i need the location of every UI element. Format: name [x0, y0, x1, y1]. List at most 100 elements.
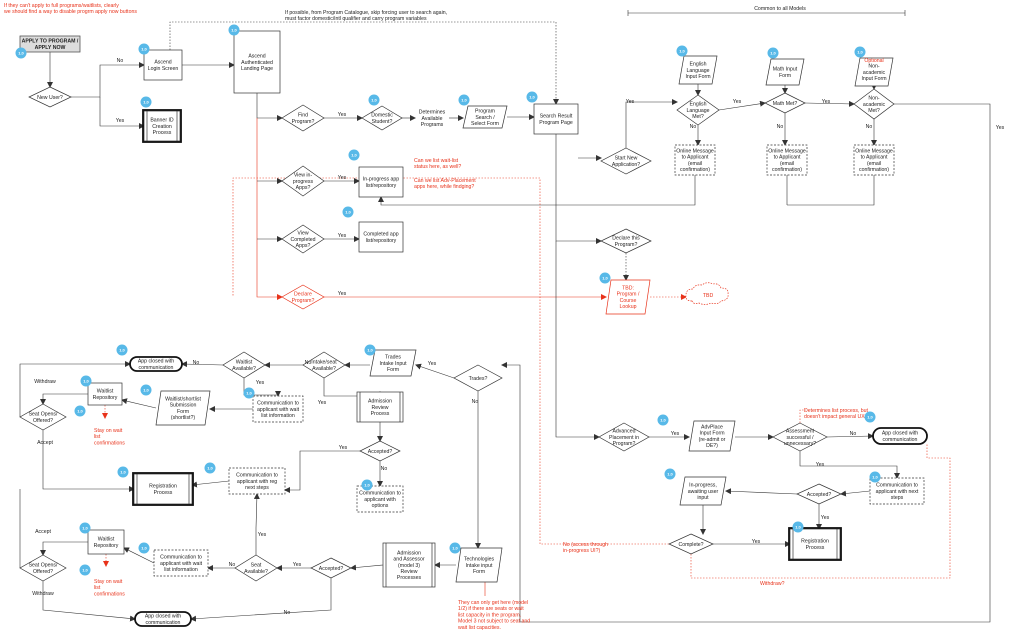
node-label-line: to Applicant	[861, 155, 888, 161]
node-label-line: academic	[863, 70, 886, 76]
edge-label-yes: Yes	[258, 532, 267, 538]
node-label-line: AdvPlace	[701, 425, 723, 431]
node-label-line: (email	[688, 161, 702, 167]
flow-connector	[256, 118, 283, 300]
node-label-line: (email	[780, 161, 794, 167]
version-badge: 1.0	[449, 542, 461, 554]
flow-connector	[415, 363, 455, 379]
svg-text:1.0: 1.0	[119, 347, 125, 352]
node-label-line: progress	[293, 179, 314, 185]
note-no-access: No (access through	[563, 542, 608, 548]
node-label-line: Communication to	[359, 491, 401, 497]
node-label-line: Online Message	[855, 149, 893, 155]
flow-connector	[378, 175, 696, 206]
node-label-line: Online Message	[768, 149, 806, 155]
flow-connector	[181, 361, 224, 368]
node-label-line: list/repository	[366, 183, 397, 189]
node-label-line: Waitlist/shortlist	[165, 397, 201, 403]
node-label-line: Application?	[612, 162, 640, 168]
node-label-line: Placement in	[609, 435, 639, 441]
node-label-line: Waitlist	[97, 389, 114, 395]
note-no-access: in-progress UI?)	[563, 548, 600, 554]
version-badge: 1.0	[342, 206, 354, 218]
version-badge: 1.0	[80, 375, 92, 387]
node-label-line: Accepted?	[319, 566, 344, 572]
node-math-met: Math Met?	[764, 92, 806, 114]
node-label-line: Math Met?	[773, 101, 798, 107]
note-tech-note: list capacity in the program.	[458, 612, 521, 618]
node-label-line: Landing Page	[241, 66, 273, 72]
note-catalogue: If possible, from Program Catalogue, ski…	[285, 10, 447, 16]
node-label-line: Available?	[312, 366, 336, 372]
node-label-line: options	[372, 503, 389, 509]
svg-text:1.0: 1.0	[857, 49, 863, 54]
node-label-line: Creation	[152, 124, 172, 130]
svg-text:1.0: 1.0	[82, 567, 88, 572]
node-seat-opens2: Seat Opens/Offered?	[19, 554, 67, 582]
node-label-line: confirmation)	[772, 167, 802, 173]
node-label-line: Apps?	[296, 243, 311, 249]
node-label-line: Student?	[372, 119, 393, 125]
node-label-line: In-progress app	[363, 177, 399, 183]
flow-connector	[253, 493, 260, 555]
version-badge: 1.0	[15, 47, 27, 59]
node-label-line: Select Form	[471, 121, 499, 127]
node-label-line: English	[689, 102, 706, 108]
node-label-line: Process	[154, 490, 173, 496]
node-label-line: Apps?	[296, 185, 311, 191]
node-label-line: Form	[387, 367, 399, 373]
edge-label-yes: Yes	[752, 539, 761, 545]
note-advplacement: Can we list Adv-Placement	[414, 178, 476, 184]
note-waitlist-status: status here, as well?	[414, 164, 461, 170]
svg-text:1.0: 1.0	[602, 275, 608, 280]
node-label-line: to Applicant	[774, 155, 801, 161]
note-tech-note: They can only get here (model	[458, 600, 528, 606]
node-label-line: Seat Opens/	[29, 412, 58, 418]
node-label-line: confirmation)	[680, 167, 710, 173]
node-label-line: Completed	[290, 237, 315, 243]
node-accepted1: Accepted?	[359, 440, 401, 462]
version-badge: 1.0	[140, 96, 152, 108]
flow-connector	[826, 433, 874, 440]
flow-connector	[191, 480, 230, 488]
node-label-line: Advanced	[612, 429, 635, 435]
version-badge: 1.0	[864, 411, 876, 423]
node-label-line: DE?)	[706, 443, 718, 449]
node-tbd: TBD	[685, 282, 729, 305]
node-label-line: Seat	[251, 563, 262, 569]
edge-label-yes: Yes	[733, 99, 742, 105]
version-badge: 1.0	[657, 414, 669, 426]
node-label-line: Input Form	[685, 74, 710, 80]
node-label-line: Offered?	[33, 569, 53, 575]
note-tech-note: wait list capacities.	[458, 625, 501, 631]
edge-label-yes: Yes	[626, 99, 635, 105]
svg-text:1.0: 1.0	[367, 347, 373, 352]
flow-connector	[40, 541, 88, 556]
node-label-line: to Applicant	[682, 155, 709, 161]
node-label-line: Process	[806, 545, 825, 551]
node-label-line: Communication to	[160, 555, 202, 561]
node-label-line: Communication to	[257, 401, 299, 407]
svg-text:1.0: 1.0	[18, 50, 24, 55]
svg-text:1.0: 1.0	[207, 465, 213, 470]
version-badge: 1.0	[74, 405, 86, 417]
node-label-line: applicant with reg	[237, 479, 277, 485]
node-label-line: Waitlist	[98, 537, 115, 543]
node-label-line: Accepted?	[807, 492, 832, 498]
edge-label-yes: Yes	[821, 515, 830, 521]
node-label-line: Ascend	[248, 54, 265, 60]
